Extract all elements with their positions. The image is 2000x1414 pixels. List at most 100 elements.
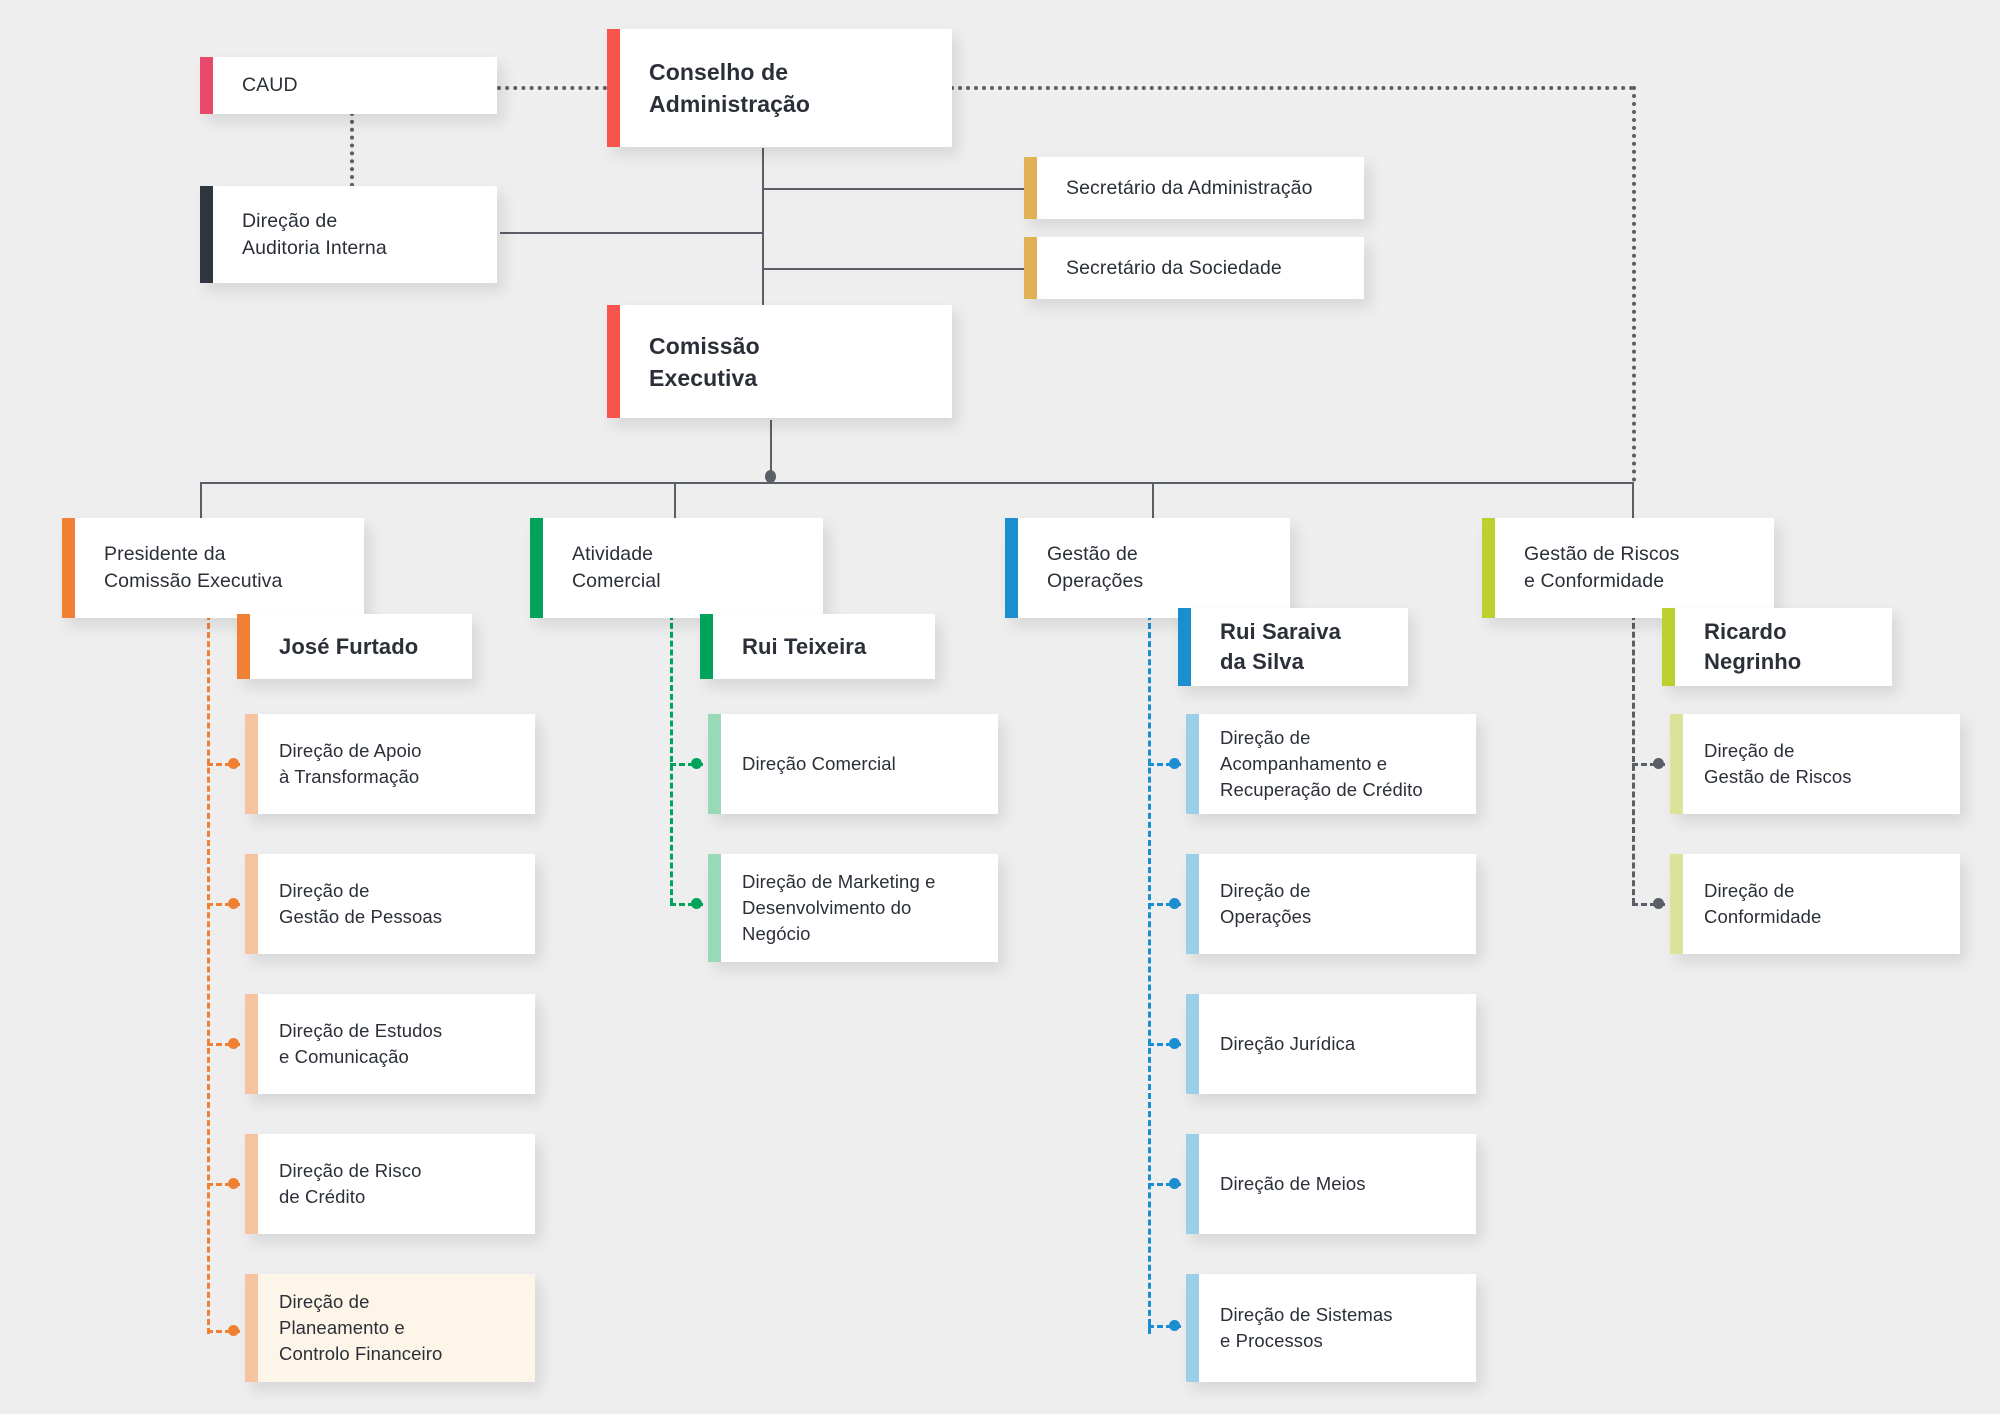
col1-person-label: José Furtado (279, 633, 419, 659)
card-caud[interactable]: CAUD (200, 57, 497, 114)
connector-bullet-col1-0 (228, 758, 239, 769)
connector-col1-unit-0 (207, 763, 240, 766)
col2-unit-1-label: Direção de Marketing e Desenvolvimento d… (742, 871, 936, 944)
accent-bar-col3-unit-2 (1186, 994, 1199, 1094)
card-col1-header[interactable]: Presidente da Comissão Executiva (62, 518, 364, 618)
card-col3-unit-1[interactable]: Direção de Operações (1186, 854, 1476, 954)
accent-bar-col1-unit-1 (245, 854, 258, 954)
card-comissao-executiva-label: Comissão Executiva (649, 332, 760, 391)
connector-board-trunk (762, 148, 764, 313)
accent-bar-caud (200, 57, 213, 114)
card-conselho-administracao[interactable]: Conselho de Administração (607, 29, 952, 147)
accent-bar-col4-unit-0 (1670, 714, 1683, 814)
col3-header-label: Gestão de Operações (1047, 543, 1144, 592)
card-secretario-administracao-label: Secretário da Administração (1066, 176, 1313, 199)
col4-header-label: Gestão de Riscos e Conformidade (1524, 543, 1680, 592)
card-col1-unit-4[interactable]: Direção de Planeamento e Controlo Financ… (245, 1274, 535, 1382)
connector-col2-unit-1 (670, 903, 703, 906)
card-col4-unit-1[interactable]: Direção de Conformidade (1670, 854, 1960, 954)
col4-person-label: Ricardo Negrinho (1704, 619, 1802, 674)
accent-bar-col2-header (530, 518, 543, 618)
card-col1-person[interactable]: José Furtado (237, 614, 472, 679)
connector-col4-unit-1 (1632, 903, 1665, 906)
connector-bullet-col4-1 (1653, 898, 1664, 909)
accent-bar-col3-person (1178, 608, 1191, 686)
col1-unit-1-label: Direção de Gestão de Pessoas (279, 880, 443, 927)
card-col1-unit-3[interactable]: Direção de Risco de Crédito (245, 1134, 535, 1234)
connector-caud-audit (350, 112, 354, 187)
card-col2-header[interactable]: Atividade Comercial (530, 518, 823, 618)
accent-bar-col4-person (1662, 608, 1675, 686)
connector-exec-node (765, 470, 776, 483)
card-col3-unit-3[interactable]: Direção de Meios (1186, 1134, 1476, 1234)
accent-bar-col1-unit-0 (245, 714, 258, 814)
card-col3-unit-0[interactable]: Direção de Acompanhamento e Recuperação … (1186, 714, 1476, 814)
accent-bar-board (607, 29, 620, 147)
col3-unit-1-label: Direção de Operações (1220, 880, 1312, 927)
accent-bar-col3-unit-3 (1186, 1134, 1199, 1234)
connector-bullet-col3-4 (1169, 1320, 1180, 1331)
accent-bar-col4-header (1482, 518, 1495, 618)
accent-bar-col1-header (62, 518, 75, 618)
card-secretario-sociedade[interactable]: Secretário da Sociedade (1024, 237, 1364, 299)
connector-col4-spine (1632, 614, 1635, 904)
connector-bullet-col1-1 (228, 898, 239, 909)
card-col1-unit-2[interactable]: Direção de Estudos e Comunicação (245, 994, 535, 1094)
connector-board-sec2 (762, 268, 1024, 270)
accent-bar-sec1 (1024, 157, 1037, 219)
connector-bullet-col1-2 (228, 1038, 239, 1049)
connector-bullet-col1-4 (228, 1325, 239, 1336)
connector-bullet-col1-3 (228, 1178, 239, 1189)
card-caud-label: CAUD (242, 74, 298, 96)
col3-unit-2-label: Direção Jurídica (1220, 1033, 1356, 1054)
col1-unit-3-label: Direção de Risco de Crédito (279, 1160, 422, 1207)
connector-board-risk-h (950, 86, 1634, 90)
accent-bar-col1-person (237, 614, 250, 679)
card-col4-person[interactable]: Ricardo Negrinho (1662, 608, 1892, 686)
card-col2-unit-1[interactable]: Direção de Marketing e Desenvolvimento d… (708, 854, 998, 962)
connector-col3-unit-4 (1148, 1325, 1181, 1328)
connector-board-sec1 (762, 188, 1024, 190)
card-col3-person[interactable]: Rui Saraiva da Silva (1178, 608, 1408, 686)
card-col4-unit-0[interactable]: Direção de Gestão de Riscos (1670, 714, 1960, 814)
card-col3-unit-4[interactable]: Direção de Sistemas e Processos (1186, 1274, 1476, 1382)
connector-col1-unit-1 (207, 903, 240, 906)
col3-unit-4-label: Direção de Sistemas e Processos (1220, 1304, 1393, 1351)
card-col4-header[interactable]: Gestão de Riscos e Conformidade (1482, 518, 1774, 618)
accent-bar-col3-unit-0 (1186, 714, 1199, 814)
connector-col2-spine (670, 614, 673, 904)
connector-bullet-col3-2 (1169, 1038, 1180, 1049)
card-comissao-executiva[interactable]: Comissão Executiva (607, 305, 952, 418)
card-secretario-administracao[interactable]: Secretário da Administração (1024, 157, 1364, 219)
connector-bullet-col3-3 (1169, 1178, 1180, 1189)
accent-bar-col1-unit-4 (245, 1274, 258, 1382)
card-col3-unit-2[interactable]: Direção Jurídica (1186, 994, 1476, 1094)
accent-bar-col3-unit-1 (1186, 854, 1199, 954)
accent-bar-audit (200, 186, 213, 283)
accent-bar-col2-person (700, 614, 713, 679)
col1-unit-4-label: Direção de Planeamento e Controlo Financ… (279, 1291, 443, 1364)
card-auditoria-interna[interactable]: Direção de Auditoria Interna (200, 186, 497, 283)
connector-drop-col1 (200, 482, 202, 528)
col3-person-label: Rui Saraiva da Silva (1220, 619, 1341, 674)
connector-col3-unit-2 (1148, 1043, 1181, 1046)
connector-col2-unit-0 (670, 763, 703, 766)
col1-header-label: Presidente da Comissão Executiva (104, 543, 283, 592)
connector-bullet-col4-0 (1653, 758, 1664, 769)
connector-audit-trunk (500, 232, 762, 234)
accent-bar-col1-unit-2 (245, 994, 258, 1094)
card-col1-unit-0[interactable]: Direção de Apoio à Transformação (245, 714, 535, 814)
connector-col3-unit-0 (1148, 763, 1181, 766)
connector-col1-unit-2 (207, 1043, 240, 1046)
card-auditoria-label: Direção de Auditoria Interna (242, 209, 387, 259)
connector-main-bus (200, 482, 1632, 484)
card-col3-header[interactable]: Gestão de Operações (1005, 518, 1290, 618)
card-col2-person[interactable]: Rui Teixeira (700, 614, 935, 679)
col1-unit-0-label: Direção de Apoio à Transformação (279, 740, 422, 787)
connector-drop-col4 (1632, 482, 1634, 528)
connector-col1-unit-4 (207, 1330, 240, 1333)
connector-board-risk-v (1632, 86, 1636, 482)
col2-person-label: Rui Teixeira (742, 633, 867, 659)
card-col2-unit-0[interactable]: Direção Comercial (708, 714, 998, 814)
card-col1-unit-1[interactable]: Direção de Gestão de Pessoas (245, 854, 535, 954)
